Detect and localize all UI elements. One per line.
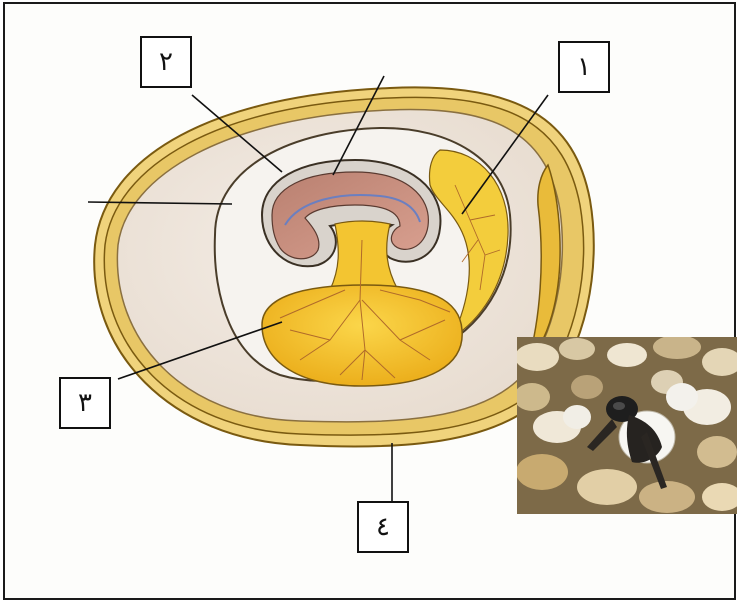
- label-4: ٤: [376, 512, 390, 542]
- hatching-turtle-photo: [517, 337, 737, 514]
- label-box-3: ٣: [59, 377, 111, 429]
- label-box-4: ٤: [357, 501, 409, 553]
- label-box-1: ١: [558, 41, 610, 93]
- label-box-2: ٢: [140, 36, 192, 88]
- label-3: ٣: [78, 388, 92, 418]
- label-2: ٢: [159, 47, 173, 77]
- label-1: ١: [577, 52, 591, 82]
- hatching-turtle-illustration: [517, 337, 737, 514]
